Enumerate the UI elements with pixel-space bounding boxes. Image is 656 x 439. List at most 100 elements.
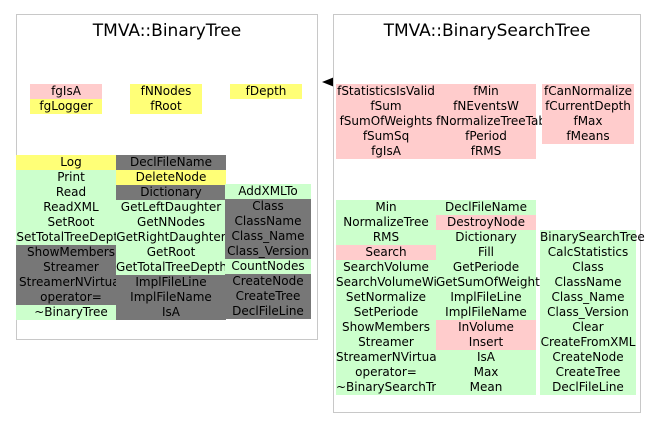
member-log: Log (16, 155, 126, 170)
member-showmembers: ShowMembers (336, 320, 436, 335)
member-class-version: Class_Version (540, 305, 636, 320)
member-calcstatistics: CalcStatistics (540, 245, 636, 260)
member-destroynode: DestroyNode (436, 215, 536, 230)
member-mean: Mean (436, 380, 536, 395)
member-read: Read (16, 185, 126, 200)
member-getroot: GetRoot (116, 245, 226, 260)
member-print: Print (16, 170, 126, 185)
member-min: Min (336, 200, 436, 215)
member-fnnodes: fNNodes (130, 84, 202, 99)
member-isa: IsA (116, 305, 226, 320)
member-fstatisticsisvalid: fStatisticsIsValid (336, 84, 436, 99)
member-dictionary: Dictionary (116, 185, 226, 200)
member-fill: Fill (436, 245, 536, 260)
member-fnormalizetreetable: fNormalizeTreeTable (436, 114, 557, 129)
member-insert: Insert (436, 335, 536, 350)
member-search: Search (336, 245, 436, 260)
member-deletenode: DeleteNode (116, 170, 226, 185)
member-fmeans: fMeans (542, 129, 634, 144)
member-rms: RMS (336, 230, 436, 245)
member-streamernvirtual: StreamerNVirtual (336, 350, 440, 365)
member-isa: IsA (436, 350, 536, 365)
member-getsumofweights: GetSumOfWeights (436, 275, 547, 290)
member-streamer: Streamer (16, 260, 126, 275)
member-fdepth: fDepth (230, 84, 302, 99)
member-froot: fRoot (130, 99, 202, 114)
member-involume: InVolume (436, 320, 536, 335)
member-fsumofweights: fSumOfWeights (336, 114, 436, 129)
member-classname: ClassName (225, 214, 311, 229)
member-fgisa: fgIsA (30, 84, 102, 99)
member-createtree: CreateTree (225, 289, 311, 304)
member-setperiode: SetPeriode (336, 305, 436, 320)
member-class-name: Class_Name (225, 229, 311, 244)
bt-data-col-3: fDepth (216, 84, 316, 99)
member-binarysearchtree: BinarySearchTree (540, 230, 645, 245)
member-searchvolumewithmaxlimit: SearchVolumeWithMaxLimit (336, 275, 504, 290)
member-createnode: CreateNode (225, 274, 311, 289)
member-declfileline: DeclFileLine (225, 304, 311, 319)
member-fglogger: fgLogger (30, 99, 102, 114)
member-fgisa: fgIsA (336, 144, 436, 159)
member-createfromxml: CreateFromXML (540, 335, 636, 350)
member-createtree: CreateTree (540, 365, 636, 380)
member-clear: Clear (540, 320, 636, 335)
member-getleftdaughter: GetLeftDaughter (116, 200, 226, 215)
member-declfilename: DeclFileName (116, 155, 226, 170)
member-showmembers: ShowMembers (16, 245, 126, 260)
member-implfileline: ImplFileLine (436, 290, 536, 305)
member-getnnodes: GetNNodes (116, 215, 226, 230)
member-operator: operator= (336, 365, 436, 380)
member-class: Class (225, 199, 311, 214)
member-fcannormalize: fCanNormalize (542, 84, 634, 99)
member-fperiod: fPeriod (436, 129, 536, 144)
member-fsum: fSum (336, 99, 436, 114)
member-implfilename: ImplFileName (436, 305, 536, 320)
member-frms: fRMS (436, 144, 536, 159)
member-fsumsq: fSumSq (336, 129, 436, 144)
member-normalizetree: NormalizeTree (336, 215, 436, 230)
member-setroot: SetRoot (16, 215, 126, 230)
member-fneventsw: fNEventsW (436, 99, 536, 114)
member-class-version: Class_Version (225, 244, 311, 259)
member-classname: ClassName (540, 275, 636, 290)
member-getrightdaughter: GetRightDaughter (116, 230, 226, 245)
class-title-binary-tree: TMVA::BinaryTree (92, 21, 242, 41)
member-settotaltreedepth: SetTotalTreeDepth (16, 230, 126, 245)
member-operator: operator= (16, 290, 126, 305)
member-gettotaltreedepth: GetTotalTreeDepth (116, 260, 227, 275)
class-title-binary-search-tree: TMVA::BinarySearchTree (383, 21, 591, 41)
member-declfileline: DeclFileLine (540, 380, 636, 395)
member-binarysearchtree: ~BinarySearchTree (336, 380, 451, 395)
member-searchvolume: SearchVolume (336, 260, 436, 275)
member-class: Class (540, 260, 636, 275)
member-fmax: fMax (542, 114, 634, 129)
member-getperiode: GetPeriode (436, 260, 536, 275)
member-dictionary: Dictionary (436, 230, 536, 245)
member-implfilename: ImplFileName (116, 290, 226, 305)
member-setnormalize: SetNormalize (336, 290, 436, 305)
member-binarytree: ~BinaryTree (16, 305, 126, 320)
member-addxmlto: AddXMLTo (225, 184, 311, 199)
member-fcurrentdepth: fCurrentDepth (542, 99, 634, 114)
member-fmin: fMin (436, 84, 536, 99)
member-max: Max (436, 365, 536, 380)
member-declfilename: DeclFileName (436, 200, 536, 215)
member-streamer: Streamer (336, 335, 436, 350)
member-readxml: ReadXML (16, 200, 126, 215)
member-class-name: Class_Name (540, 290, 636, 305)
member-createnode: CreateNode (540, 350, 636, 365)
member-countnodes: CountNodes (225, 259, 311, 274)
member-streamernvirtual: StreamerNVirtual (16, 275, 126, 290)
